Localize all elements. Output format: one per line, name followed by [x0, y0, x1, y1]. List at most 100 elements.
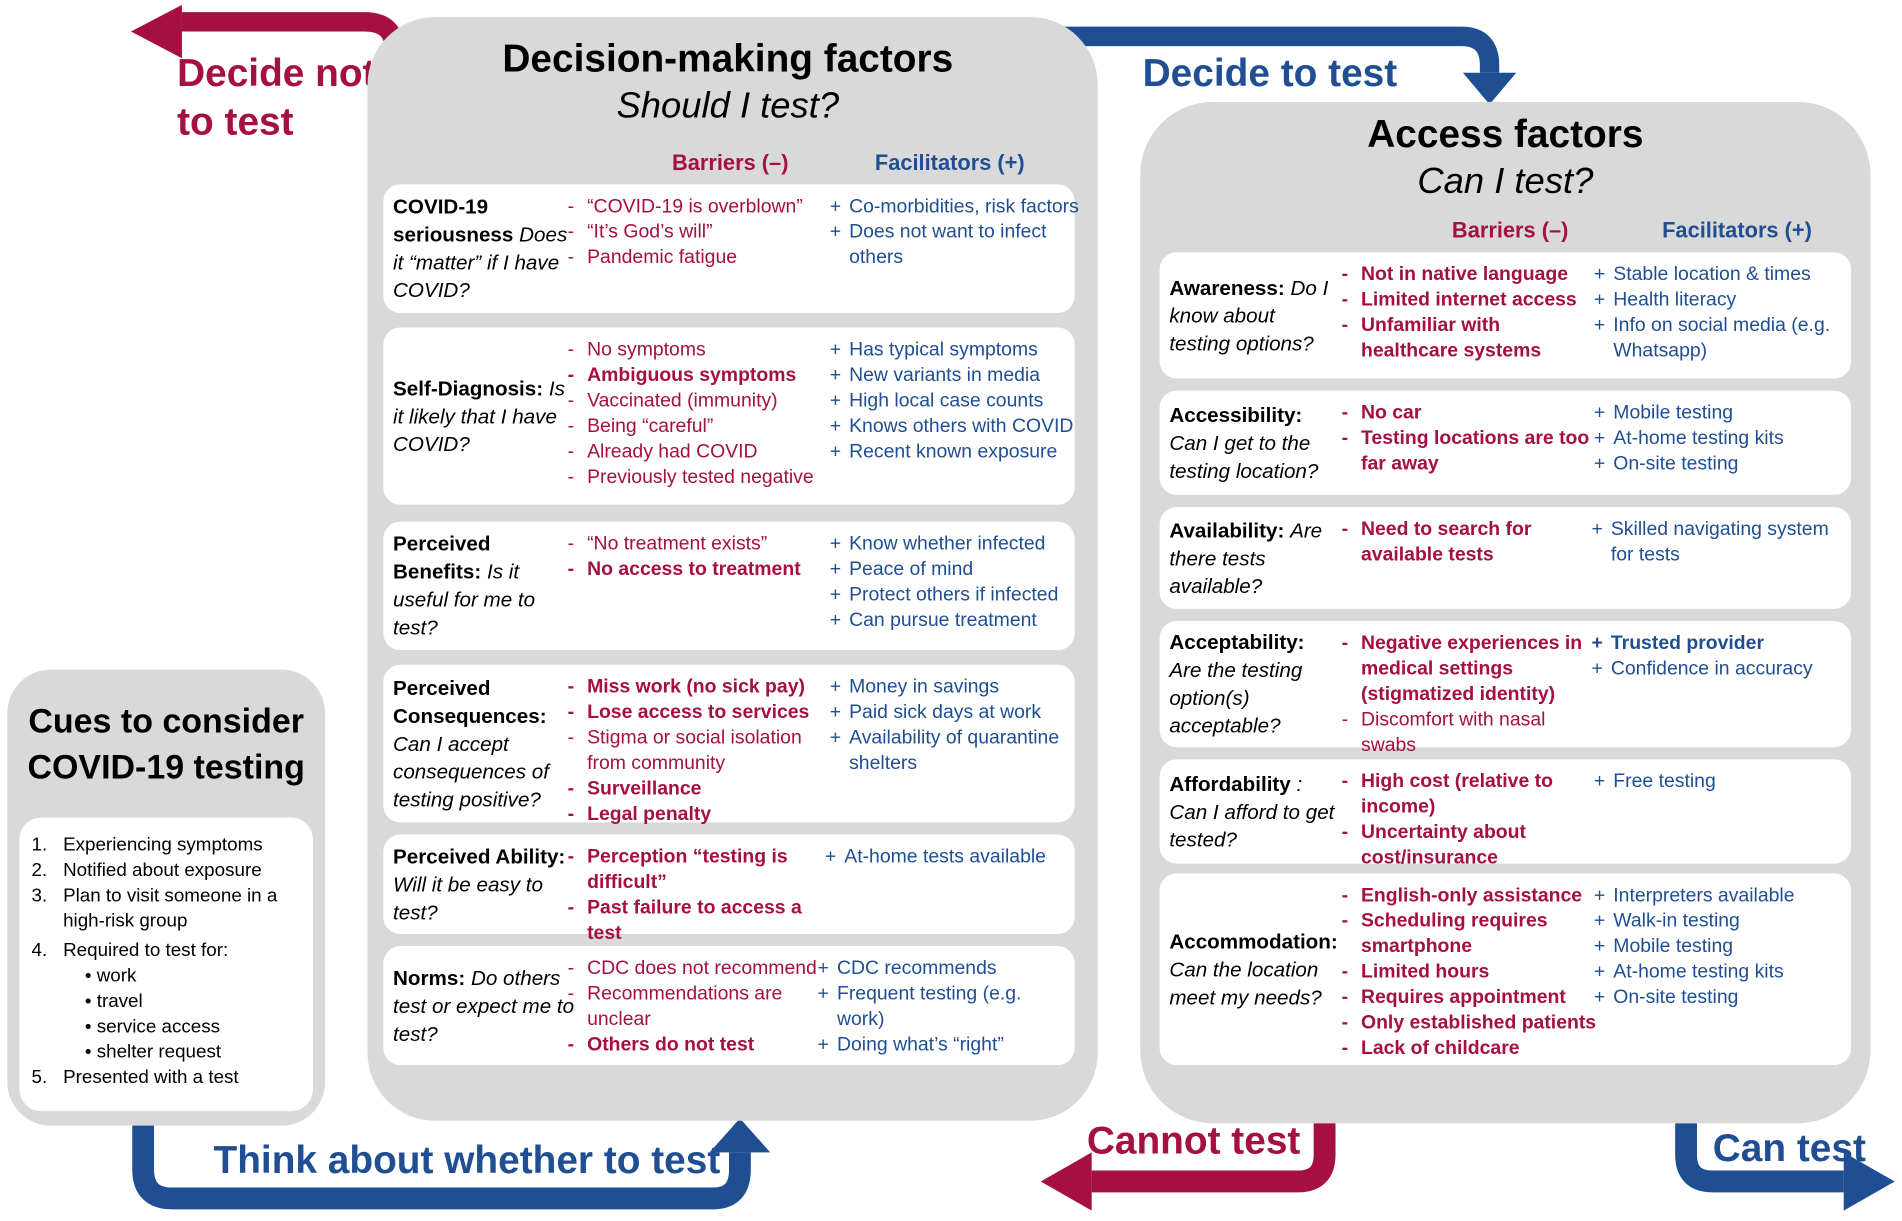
- plus-icon: +: [1591, 633, 1603, 654]
- access-factor-label: Acceptability: Are the testing option(s)…: [1169, 628, 1339, 740]
- plus-icon: +: [1593, 961, 1606, 983]
- factor-name: Self-Diagnosis:: [393, 376, 544, 400]
- minus-icon: -: [567, 416, 575, 437]
- facilitator-item: +Doing what’s “right”: [818, 1032, 1073, 1057]
- facilitator-item: +At-home tests available: [825, 844, 1080, 869]
- facilitator-item: +Stable location & times: [1594, 262, 1849, 287]
- factor-question: Can I get to the testing location?: [1169, 431, 1319, 483]
- minus-icon: -: [567, 778, 575, 800]
- minus-icon: -: [567, 958, 575, 979]
- facilitator-item: +Free testing: [1594, 769, 1849, 794]
- access-barriers-header: Barriers (–): [1451, 218, 1569, 243]
- barrier-item: -Vaccinated (immunity): [568, 388, 823, 413]
- decision-factor-label: Norms: Do others test or expect me to te…: [393, 964, 575, 1048]
- barrier-item: -No access to treatment: [568, 557, 823, 582]
- barrier-item: -Previously tested negative: [568, 465, 823, 490]
- minus-icon: -: [567, 804, 575, 825]
- barrier-item: -Limited internet access: [1342, 287, 1597, 312]
- facilitator-item: +Can pursue treatment: [830, 608, 1085, 633]
- plus-icon: +: [829, 416, 842, 437]
- facilitator-item: +Frequent testing (e.g. work): [818, 981, 1073, 1032]
- plus-icon: +: [1591, 658, 1603, 680]
- decide-to-label: Decide to test: [1142, 50, 1398, 95]
- barrier-item: -Limited hours: [1342, 959, 1597, 984]
- factor-question: : Can I afford to get tested?: [1169, 772, 1335, 851]
- facilitator-item: +Confidence in accuracy: [1591, 656, 1846, 681]
- plus-icon: +: [829, 196, 842, 218]
- cue-item: 1.Experiencing symptoms: [31, 834, 263, 856]
- access-facilitators-list: +Skilled navigating system for tests: [1591, 517, 1846, 568]
- minus-icon: -: [567, 727, 575, 749]
- access-factor-card: Affordability : Can I afford to get test…: [1159, 759, 1852, 869]
- plus-icon: +: [1593, 936, 1606, 958]
- access-facilitators-list: +Trusted provider+Confidence in accuracy: [1591, 631, 1846, 682]
- decision-facilitators-list: +Money in savings+Paid sick days at work…: [830, 674, 1085, 776]
- barrier-item: -Miss work (no sick pay): [568, 674, 823, 699]
- decision-subtitle: Should I test?: [616, 86, 840, 127]
- factor-name: Availability:: [1169, 518, 1285, 542]
- minus-icon: -: [1341, 771, 1349, 793]
- minus-icon: -: [1341, 264, 1349, 286]
- decision-facilitators-list: +Has typical symptoms+New variants in me…: [830, 337, 1085, 464]
- cues-panel: Cues to consider COVID-19 testing 1.Expe…: [7, 669, 326, 1126]
- barrier-item: -Being “careful”: [568, 414, 823, 439]
- plus-icon: +: [1593, 289, 1606, 311]
- factor-question: Is it useful for me to test?: [393, 560, 536, 640]
- barrier-item: -“It’s God’s will”: [568, 220, 823, 245]
- cues-card: 1.Experiencing symptoms 2.Notified about…: [19, 817, 313, 1112]
- cue-item: 2.Notified about exposure: [31, 860, 262, 881]
- decision-factor-card: COVID-19 seriousness Does it “matter” if…: [383, 184, 1079, 313]
- minus-icon: -: [567, 196, 575, 218]
- barrier-item: -Recommendations are unclear: [568, 981, 823, 1032]
- barrier-item: -Lack of childcare: [1342, 1036, 1597, 1061]
- access-facilitators-list: +Interpreters available+Walk-in testing+…: [1594, 883, 1849, 1010]
- can-arrowhead: [1843, 1152, 1895, 1211]
- barrier-item: -“COVID-19 is overblown”: [568, 194, 823, 219]
- decision-factor-card: Perceived Ability: Will it be easy to te…: [383, 834, 1075, 944]
- access-facilitators-list: +Free testing: [1594, 769, 1849, 794]
- facilitator-item: +At-home testing kits: [1594, 426, 1849, 451]
- access-title: Access factors: [1367, 111, 1644, 156]
- can-arrow: [1675, 1123, 1844, 1193]
- decide-not-label: Decide not to test: [177, 50, 376, 144]
- factor-question: Are the testing option(s) acceptable?: [1169, 658, 1303, 738]
- access-factor-card: Accommodation: Can the location meet my …: [1159, 873, 1852, 1066]
- factor-name: Awareness:: [1169, 275, 1285, 300]
- barrier-item: -Testing locations are too far away: [1342, 426, 1597, 477]
- facilitator-item: +Knows others with COVID: [830, 414, 1085, 439]
- factor-name: Accommodation:: [1169, 929, 1338, 953]
- cue-subitem: • service access: [84, 1016, 221, 1038]
- plus-icon: +: [829, 676, 842, 698]
- decision-barriers-list: -“COVID-19 is overblown”-“It’s God’s wil…: [568, 194, 823, 270]
- barrier-item: -Requires appointment: [1342, 985, 1597, 1010]
- facilitator-item: +Mobile testing: [1594, 934, 1849, 959]
- decision-facilitators-list: +CDC recommends+Frequent testing (e.g. w…: [818, 956, 1073, 1058]
- barrier-item: -High cost (relative to income): [1342, 769, 1597, 820]
- access-barriers-list: -High cost (relative to income)-Uncertai…: [1342, 769, 1597, 871]
- plus-icon: +: [829, 584, 842, 606]
- plus-icon: +: [829, 727, 842, 749]
- factor-question: Do I know about testing options?: [1169, 275, 1329, 355]
- access-factor-card: Availability: Are there tests available?…: [1159, 507, 1852, 609]
- minus-icon: -: [567, 897, 575, 919]
- decision-facilitators-list: +At-home tests available: [825, 844, 1080, 869]
- factor-question: Can the location meet my needs?: [1169, 957, 1322, 1009]
- plus-icon: +: [829, 339, 842, 361]
- facilitator-item: +Interpreters available: [1594, 883, 1849, 908]
- minus-icon: -: [1341, 709, 1349, 731]
- minus-icon: -: [1341, 987, 1349, 1009]
- facilitator-item: +Does not want to infect others: [830, 220, 1085, 271]
- factor-name: COVID-19 seriousness: [393, 195, 514, 247]
- facilitator-item: +New variants in media: [830, 363, 1085, 388]
- minus-icon: -: [1341, 289, 1349, 311]
- factor-name: Perceived Consequences:: [393, 676, 547, 728]
- access-facilitators-list: +Stable location & times+Health literacy…: [1594, 262, 1849, 364]
- plus-icon: +: [1593, 453, 1606, 475]
- facilitator-item: +At-home testing kits: [1594, 959, 1849, 984]
- decide-not-arrowhead: [131, 4, 182, 59]
- decide-to-arrow: [1043, 26, 1500, 73]
- factor-name: Perceived Ability:: [393, 844, 566, 868]
- minus-icon: -: [567, 339, 575, 361]
- minus-icon: -: [1341, 885, 1349, 907]
- minus-icon: -: [567, 1034, 575, 1056]
